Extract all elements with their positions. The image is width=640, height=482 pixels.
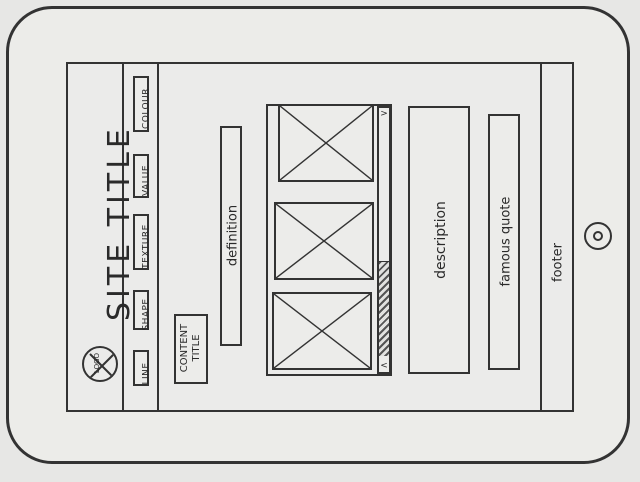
- quote-text: famous quote: [498, 196, 514, 287]
- gallery-image-3[interactable]: [272, 292, 372, 370]
- gallery-scrollbar[interactable]: > <: [377, 106, 391, 374]
- nav-label-colour: COLOUR: [141, 88, 152, 129]
- nav-label-texture: TEXTURE: [141, 224, 152, 269]
- image-placeholder-icon: [276, 204, 372, 278]
- definition-text: definition: [225, 204, 241, 267]
- definition-box: definition: [220, 126, 242, 346]
- footer-text: footer: [550, 243, 566, 282]
- nav-button-shape[interactable]: SHAPE: [133, 290, 152, 331]
- description-box: description: [408, 106, 470, 374]
- nav-button-value[interactable]: VALUE: [133, 154, 152, 198]
- scroll-left-arrow[interactable]: <: [380, 361, 388, 371]
- content-title: CONTENT TITLE: [174, 314, 208, 384]
- nav-label-line: LINE: [141, 362, 152, 385]
- gallery-image-1[interactable]: [278, 104, 374, 182]
- content-title-line2: TITLE: [191, 334, 202, 362]
- footer-divider: [540, 64, 542, 410]
- logo-text: LOGO: [93, 352, 101, 374]
- home-button[interactable]: [584, 222, 612, 250]
- scroll-thumb[interactable]: [379, 261, 389, 356]
- scroll-right-arrow[interactable]: >: [380, 109, 388, 119]
- quote-box: famous quote: [488, 114, 520, 370]
- nav-button-colour[interactable]: COLOUR: [133, 76, 152, 132]
- gallery-image-2[interactable]: [274, 202, 374, 280]
- description-text: description: [433, 201, 449, 279]
- nav-button-texture[interactable]: TEXTURE: [133, 214, 152, 270]
- nav-divider: [157, 64, 159, 410]
- header-divider: [122, 64, 124, 410]
- image-placeholder-icon: [280, 106, 372, 180]
- content-title-line1: CONTENT: [179, 323, 190, 373]
- nav-button-line[interactable]: LINE: [133, 350, 152, 386]
- home-button-icon: [593, 231, 603, 241]
- image-placeholder-icon: [274, 294, 370, 368]
- nav-label-value: VALUE: [141, 164, 152, 197]
- logo[interactable]: LOGO: [82, 346, 118, 382]
- logo-x-icon: [89, 353, 115, 379]
- nav-label-shape: SHAPE: [141, 298, 152, 331]
